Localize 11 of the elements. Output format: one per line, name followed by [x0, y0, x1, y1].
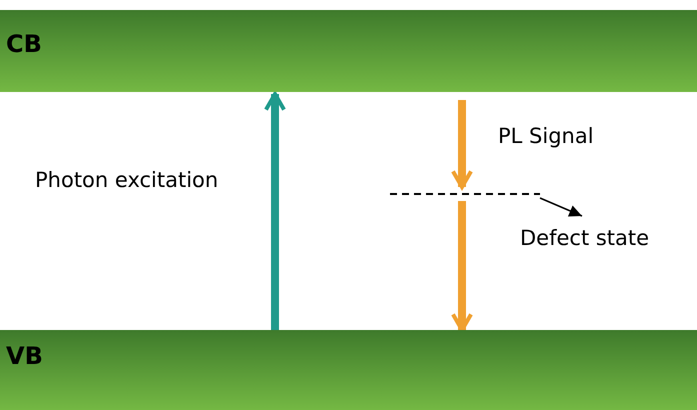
annotation-text: PL Signal	[498, 124, 594, 148]
level-label: Defect state	[520, 226, 680, 256]
energy-band	[0, 330, 697, 410]
leader-line	[540, 197, 582, 217]
arrow	[451, 100, 473, 189]
band-label: CB	[6, 30, 42, 58]
band-label: VB	[6, 342, 43, 370]
arrow	[264, 92, 286, 330]
arrow	[451, 201, 473, 332]
annotation-text: Photon excitation	[35, 168, 218, 192]
energy-band	[0, 10, 697, 92]
